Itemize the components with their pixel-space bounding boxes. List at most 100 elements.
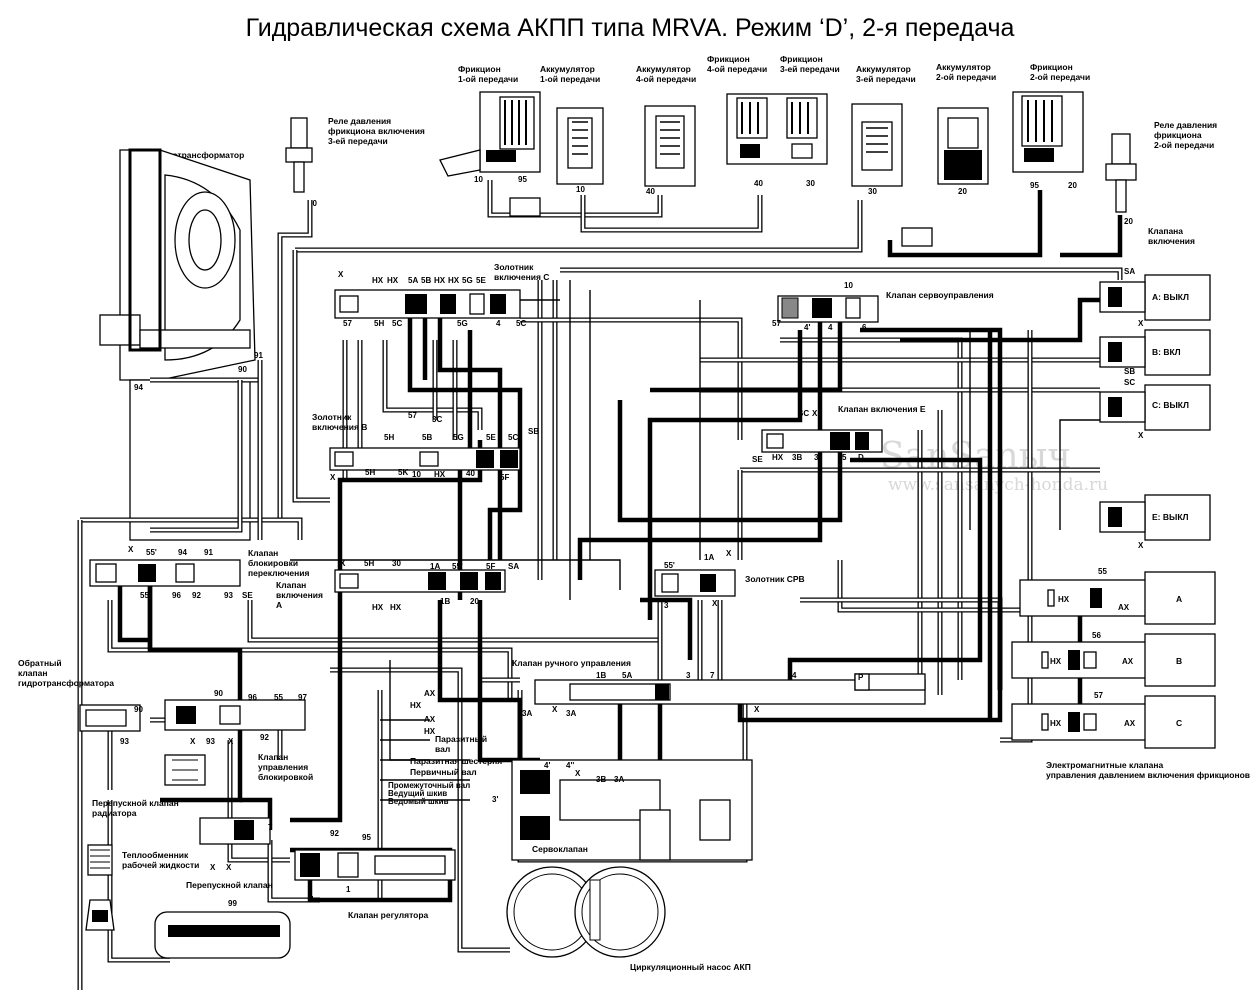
port: HX — [434, 470, 446, 479]
label-heat-exchanger-2: рабочей жидкости — [122, 860, 199, 870]
port: 95 — [362, 833, 371, 842]
port: 1 — [310, 895, 315, 904]
port: SE — [752, 455, 763, 464]
port: 91 — [254, 351, 263, 360]
label-tc-check-1: Обратный — [18, 658, 62, 668]
port: 4' — [804, 323, 810, 332]
valve-a-icon — [334, 569, 506, 593]
port: X — [1138, 541, 1144, 550]
port: 5C — [516, 319, 526, 328]
component-labels: Клапан сервоуправления Золотник включени… — [18, 262, 994, 972]
label-f4-2: 4-ой передачи — [707, 64, 767, 74]
port: 55 — [1098, 567, 1107, 576]
cooler-bypass-valve-icon — [164, 754, 206, 786]
port: X — [330, 473, 336, 482]
port: SC — [798, 409, 809, 418]
label-valve-e: Клапан включения Е — [838, 404, 926, 414]
port: HX — [372, 603, 384, 612]
solenoid-a-state: A: ВЫКЛ — [1152, 292, 1189, 302]
label-valve-a-1: Клапан — [276, 580, 306, 590]
clutch-2-icon — [1012, 91, 1084, 173]
port: 1B — [596, 671, 606, 680]
port: 55' — [452, 562, 463, 571]
shift-solenoids: A: ВЫКЛ SA X B: ВКЛ SB C: ВЫКЛ SC X E: В… — [1099, 267, 1211, 550]
label-parasitic-gear: Паразитная шестерня — [410, 756, 502, 766]
oil-filter-icon — [154, 911, 291, 959]
port: 90 — [214, 689, 223, 698]
solenoid-e-state: E: ВЫКЛ — [1152, 512, 1189, 522]
label-lockup-shift-1: Клапан — [248, 548, 278, 558]
label-small-1: Промежуточный вал — [388, 781, 470, 790]
linear-solenoid-b: B 56 — [1011, 631, 1216, 687]
heat-exchanger-icon — [85, 844, 115, 931]
label-lockup-shift-2: блокировки — [248, 558, 298, 568]
label-relay2-1: Реле давления — [1154, 120, 1217, 130]
label-servo-control: Клапан сервоуправления — [886, 290, 994, 300]
port: 57 — [1094, 691, 1103, 700]
port: 20 — [1124, 217, 1133, 226]
port-labels: X HX HX 5A 5B HX HX 5G 5E 57 5H 5C 5G 4 … — [118, 270, 1136, 908]
port: HX — [1050, 719, 1062, 728]
port: 57 — [343, 319, 352, 328]
label-lockup-shift-3: переключения — [248, 568, 309, 578]
label-regulator: Клапан регулятора — [348, 910, 429, 920]
port: SB — [1124, 367, 1135, 376]
port: AX — [424, 715, 436, 724]
port: AX — [1118, 603, 1130, 612]
port: 55' — [664, 561, 675, 570]
label-lockup-ctrl-3: блокировкой — [258, 772, 313, 782]
port: 4 — [496, 319, 501, 328]
label-relay3-2: фрикциона включения — [328, 126, 425, 136]
label-f3-1: Фрикцион — [780, 54, 823, 64]
port: 20 — [1068, 181, 1077, 190]
port: HX — [1058, 595, 1070, 604]
label-shift-c-1: Золотник — [494, 262, 534, 272]
port: X — [226, 863, 232, 872]
port: 5B — [421, 276, 431, 285]
solenoid-c: C: ВЫКЛ SC X — [1099, 378, 1211, 440]
port: 92 — [192, 591, 201, 600]
port: 5G — [462, 276, 473, 285]
label-a4-1: Аккумулятор — [636, 64, 691, 74]
port: 56 — [1092, 631, 1101, 640]
port: 93 — [224, 591, 233, 600]
label-lockup-ctrl-1: Клапан — [258, 752, 288, 762]
label-a1-1: Аккумулятор — [540, 64, 595, 74]
linear-solenoid-c: C 57 — [1011, 691, 1216, 749]
label-relay2-3: 2-ой передачи — [1154, 140, 1214, 150]
port: X — [1138, 431, 1144, 440]
label-shift-c-2: включения С — [494, 272, 549, 282]
solenoid-e: E: ВЫКЛ X — [1099, 494, 1211, 550]
port: 4 — [792, 671, 797, 680]
port: SC — [1124, 378, 1135, 387]
linear-c-letter: C — [1176, 718, 1182, 728]
port: 5 — [842, 453, 847, 462]
port: 3 — [686, 671, 691, 680]
label-cooler-bypass-1: Перепускной клапан — [92, 798, 179, 808]
solenoid-caption-2: управления давлением включения фрикционо… — [1046, 770, 1250, 780]
port: X — [210, 863, 216, 872]
port: 92 — [260, 733, 269, 742]
port: X — [1138, 319, 1144, 328]
port: 5C — [392, 319, 402, 328]
port: 57 — [408, 411, 417, 420]
label-servo: Сервоклапан — [532, 844, 588, 854]
port: 96 — [248, 693, 257, 702]
crv-valve-icon — [654, 569, 736, 597]
port: SE — [242, 591, 253, 600]
accumulator-3-icon — [851, 103, 903, 187]
pressure-relay-3-icon — [285, 117, 313, 193]
port: 5H — [365, 468, 375, 477]
pump-icon — [506, 866, 666, 958]
port: X — [754, 705, 760, 714]
port: SA — [508, 562, 519, 571]
check-valve-icon — [509, 197, 541, 217]
label-klapana-2: включения — [1148, 236, 1195, 246]
port: 4 — [828, 323, 833, 332]
label-valve-a-3: А — [276, 600, 282, 610]
check-valve-icon — [901, 227, 933, 247]
port: 3C — [432, 415, 442, 424]
top-labels: Фрикцион 1-ой передачи Аккумулятор 1-ой … — [152, 54, 1217, 246]
port: HX — [772, 453, 784, 462]
